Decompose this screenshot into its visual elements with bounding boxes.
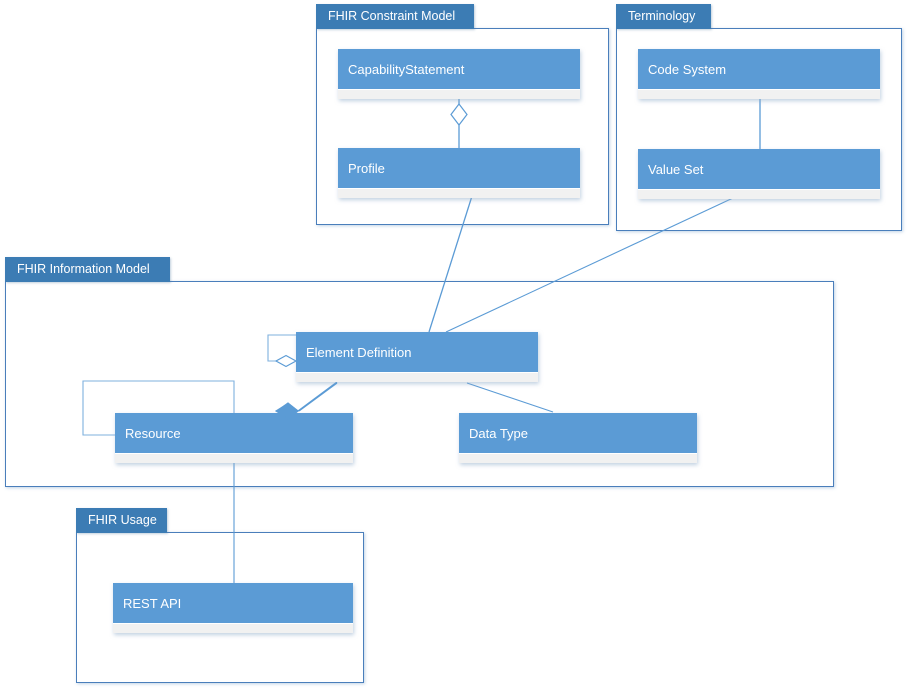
- class-name-label: Data Type: [469, 425, 529, 441]
- class-name-label: Element Definition: [306, 344, 412, 360]
- class-value-set[interactable]: Value Set: [638, 149, 880, 199]
- class-code-system[interactable]: Code System: [638, 49, 880, 99]
- class-header: Value Set: [638, 149, 880, 189]
- class-header: Data Type: [459, 413, 697, 453]
- class-compartment: [113, 623, 353, 633]
- class-compartment: [338, 188, 580, 198]
- class-compartment: [115, 453, 353, 463]
- class-compartment: [459, 453, 697, 463]
- package-tab-fhir-usage[interactable]: FHIR Usage: [76, 508, 167, 533]
- package-tab-label: Terminology: [628, 9, 696, 24]
- class-name-label: Profile: [348, 160, 385, 176]
- class-header: Resource: [115, 413, 353, 453]
- class-compartment: [638, 189, 880, 199]
- class-name-label: Value Set: [648, 161, 704, 177]
- class-rest-api[interactable]: REST API: [113, 583, 353, 633]
- class-header: Profile: [338, 148, 580, 188]
- package-tab-label: FHIR Constraint Model: [328, 9, 456, 24]
- package-tab-label: FHIR Information Model: [17, 262, 150, 277]
- class-header: Code System: [638, 49, 880, 89]
- class-element-definition[interactable]: Element Definition: [296, 332, 538, 382]
- class-header: REST API: [113, 583, 353, 623]
- class-compartment: [638, 89, 880, 99]
- class-compartment: [296, 372, 538, 382]
- package-tab-fhir-information-model[interactable]: FHIR Information Model: [5, 257, 170, 282]
- class-capabilitystatement[interactable]: CapabilityStatement: [338, 49, 580, 99]
- package-tab-label: FHIR Usage: [88, 513, 157, 528]
- class-header: Element Definition: [296, 332, 538, 372]
- class-name-label: REST API: [123, 595, 182, 611]
- class-resource[interactable]: Resource: [115, 413, 353, 463]
- class-name-label: Code System: [648, 61, 727, 77]
- package-tab-fhir-constraint-model[interactable]: FHIR Constraint Model: [316, 4, 474, 29]
- class-compartment: [338, 89, 580, 99]
- class-header: CapabilityStatement: [338, 49, 580, 89]
- class-profile[interactable]: Profile: [338, 148, 580, 198]
- package-tab-terminology[interactable]: Terminology: [616, 4, 711, 29]
- class-name-label: CapabilityStatement: [348, 61, 465, 77]
- class-name-label: Resource: [125, 425, 181, 441]
- class-data-type[interactable]: Data Type: [459, 413, 697, 463]
